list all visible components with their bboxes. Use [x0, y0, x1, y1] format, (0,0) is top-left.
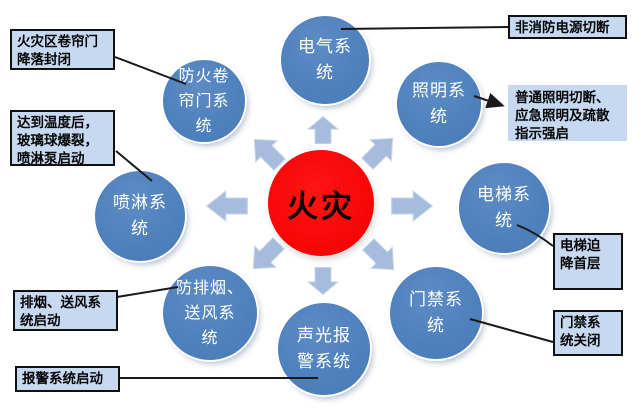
- arrow-upper-right-icon: [360, 137, 394, 171]
- note-lighting-action: 普通照明切断、 应急照明及疏散 指示强启: [508, 85, 627, 141]
- note-access-action-text: 门禁系 统关闭: [560, 315, 601, 348]
- node-sprinkler-system: 喷淋系 统: [95, 171, 185, 261]
- note-alarm-action-text: 报警系统启动: [22, 371, 103, 386]
- node-fire-center-label: 火灾: [287, 188, 355, 224]
- node-elevator-system-label: 电梯系 统: [477, 185, 531, 230]
- note-elevator-action-text: 电梯迫 降首层: [560, 238, 601, 271]
- note-shutter-action-text: 火灾区卷帘门 降落封闭: [17, 34, 98, 67]
- note-exhaust-action-text: 排烟、送风系 统启动: [20, 295, 101, 328]
- node-electrical-system: 电气系 统: [281, 16, 369, 104]
- note-access-action: 门禁系 统关闭: [553, 310, 623, 356]
- note-sprinkler-action-text: 达到温度后， 玻璃球爆裂， 喷淋泵启动: [17, 115, 98, 166]
- note-exhaust-action: 排烟、送风系 统启动: [13, 290, 118, 331]
- arrow-left-icon: [205, 189, 249, 223]
- node-sprinkler-system-label: 喷淋系 统: [113, 193, 167, 238]
- node-smoke-control-system: 防排烟、 送风系 统: [163, 266, 257, 360]
- arrow-down-icon: [306, 266, 340, 296]
- note-elevator-action: 电梯迫 降首层: [553, 233, 623, 290]
- note-power-action-text: 非消防电源切断: [515, 20, 610, 35]
- arrow-right-icon: [390, 189, 434, 223]
- node-smoke-control-system-label: 防排烟、 送风系 统: [175, 279, 244, 347]
- note-power-action: 非消防电源切断: [508, 15, 627, 39]
- note-alarm-action: 报警系统启动: [15, 366, 120, 392]
- node-fire-center: 火灾: [268, 150, 374, 256]
- node-sound-light-alarm-system-label: 声光报 警系统: [297, 326, 351, 371]
- node-fire-shutter-system: 防火卷 帘门系 统: [163, 60, 245, 142]
- note-sprinkler-action: 达到温度后， 玻璃球爆裂， 喷淋泵启动: [10, 110, 115, 166]
- node-sound-light-alarm-system: 声光报 警系统: [278, 303, 370, 395]
- node-lighting-system: 照明系 统: [397, 62, 481, 146]
- note-lighting-action-text: 普通照明切断、 应急照明及疏散 指示强启: [515, 90, 610, 141]
- node-access-control-system: 门禁系 统: [390, 267, 482, 359]
- connector-power-action: [340, 26, 510, 30]
- node-elevator-system: 电梯系 统: [459, 163, 549, 253]
- note-shutter-action: 火灾区卷帘门 降落封闭: [10, 29, 115, 70]
- node-fire-shutter-system-label: 防火卷 帘门系 统: [178, 67, 230, 135]
- connector-access-action: [469, 318, 554, 343]
- node-access-control-system-label: 门禁系 统: [409, 290, 463, 335]
- arrow-up-icon: [306, 115, 340, 145]
- node-lighting-system-label: 照明系 统: [412, 81, 466, 126]
- node-electrical-system-label: 电气系 统: [298, 37, 352, 82]
- arrow-lower-right-icon: [361, 237, 395, 271]
